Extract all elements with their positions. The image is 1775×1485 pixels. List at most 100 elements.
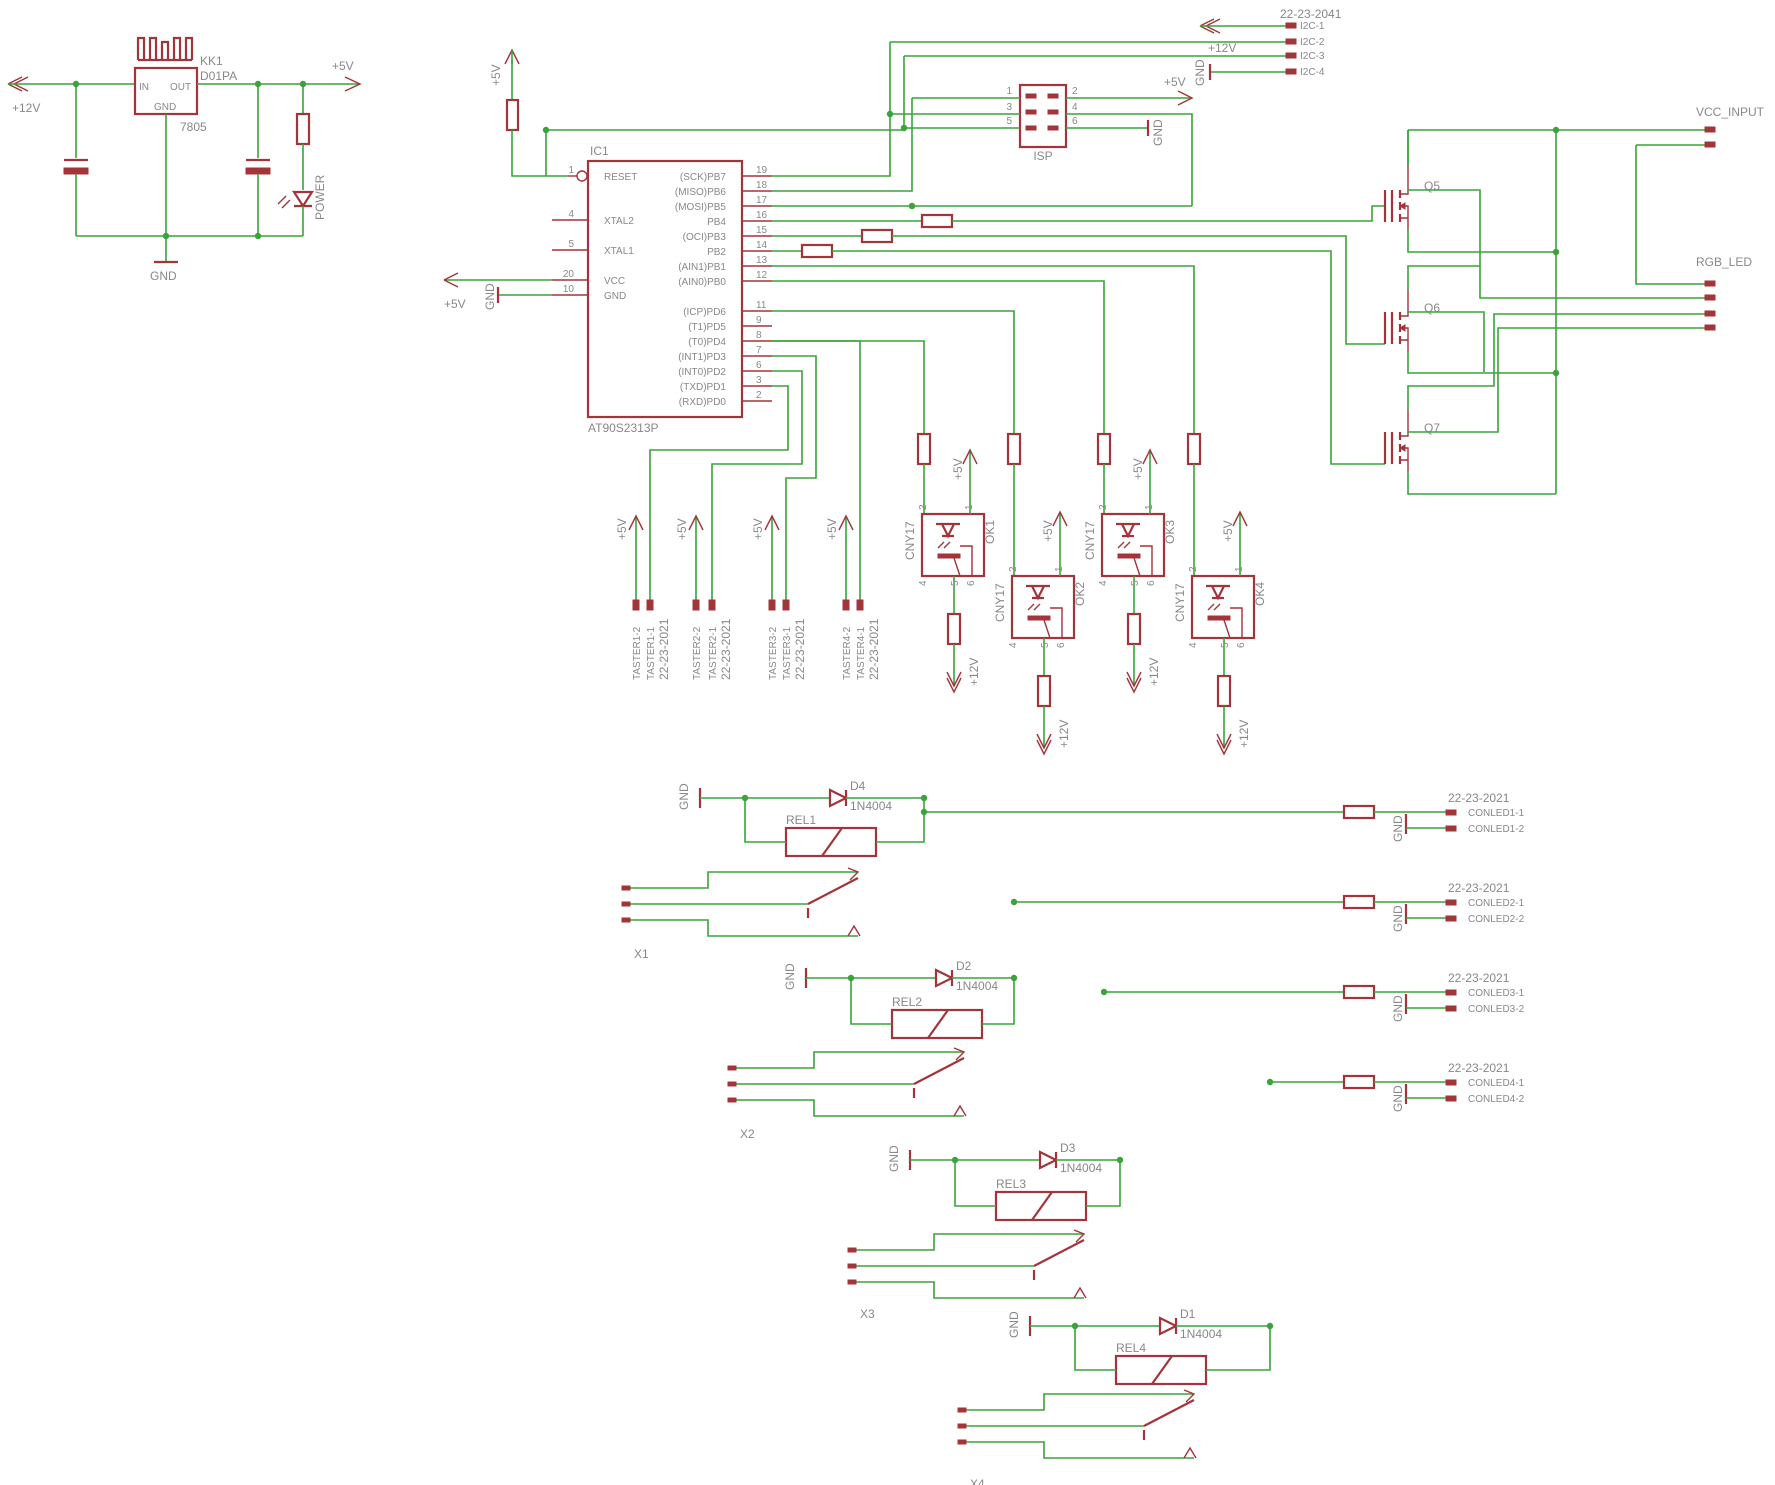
diode-symbol bbox=[1038, 1150, 1059, 1170]
conled-resistor bbox=[1342, 804, 1376, 820]
mcu-pin-label: (OCI)PB3 bbox=[683, 232, 727, 243]
conled-gnd: GND bbox=[1391, 815, 1405, 842]
junction bbox=[1552, 248, 1560, 256]
conled-pin: CONLED1-1 bbox=[1468, 808, 1525, 819]
vreg-pin-gnd: GND bbox=[154, 102, 176, 113]
opto-pin: 6 bbox=[1236, 642, 1247, 648]
opto-5v: +5V bbox=[1041, 520, 1055, 542]
opto-pin: 4 bbox=[1188, 642, 1199, 648]
isp-pin-num: 5 bbox=[1006, 116, 1012, 127]
diode-name: D3 bbox=[1060, 1141, 1076, 1155]
conled-resistor bbox=[1342, 1074, 1376, 1090]
mosfet-q7: Q7 bbox=[1424, 421, 1440, 435]
i2c-part: 22-23-2041 bbox=[1280, 7, 1342, 21]
opto-pin: 6 bbox=[1146, 580, 1157, 586]
isp-gnd: GND bbox=[1151, 119, 1165, 146]
i2c-pin-label: I2C-1 bbox=[1300, 21, 1325, 32]
conled-pin: CONLED1-2 bbox=[1468, 824, 1525, 835]
conled-pin: CONLED4-2 bbox=[1468, 1094, 1525, 1105]
mcu-pin-num: 8 bbox=[756, 330, 762, 341]
mcu-pin-label: (INT0)PD2 bbox=[678, 367, 726, 378]
relay-gnd: GND bbox=[783, 963, 797, 990]
opto-pin: 4 bbox=[918, 580, 929, 586]
conled-resistor bbox=[1342, 894, 1376, 910]
mosfet-q5: Q5 bbox=[1424, 179, 1440, 193]
isp-header bbox=[545, 42, 1194, 207]
i2c-pin-label: I2C-4 bbox=[1300, 67, 1325, 78]
mcu-pin-label: (T0)PD4 bbox=[688, 337, 726, 348]
conled-part: 22-23-2021 bbox=[1448, 971, 1510, 985]
mosfets bbox=[772, 126, 1716, 495]
mcu-pin-num: 1 bbox=[568, 165, 574, 176]
mcu-pin-num: 3 bbox=[756, 375, 762, 386]
opto-pin: 6 bbox=[966, 580, 977, 586]
conled-gnd: GND bbox=[1391, 905, 1405, 932]
conled-pin: CONLED4-1 bbox=[1468, 1078, 1525, 1089]
junction bbox=[254, 232, 262, 240]
mcu-pin-num: 6 bbox=[756, 360, 762, 371]
vreg-value: D01PA bbox=[200, 69, 237, 83]
opto-pin: 2 bbox=[1098, 504, 1109, 510]
isp-pin-num: 1 bbox=[1006, 86, 1012, 97]
diode-name: D4 bbox=[850, 779, 866, 793]
opto-name: OK4 bbox=[1253, 582, 1267, 606]
opto-wiring bbox=[772, 265, 1202, 576]
mcu-pin-num: 7 bbox=[756, 345, 762, 356]
button-pin: TASTER2-1 bbox=[708, 626, 719, 680]
mcu-pin-num: 14 bbox=[756, 240, 768, 251]
opto-pin: 2 bbox=[1188, 566, 1199, 572]
buttons bbox=[628, 340, 864, 611]
relay-name: REL4 bbox=[1116, 1341, 1146, 1355]
i2c-gnd: GND bbox=[1193, 59, 1207, 86]
mcu-pin-label: (SCK)PB7 bbox=[680, 172, 727, 183]
mcu-name: IC1 bbox=[590, 144, 609, 158]
button-pin: TASTER1-1 bbox=[646, 626, 657, 680]
opto-pin: 1 bbox=[964, 504, 975, 510]
diode-name: D1 bbox=[1180, 1307, 1196, 1321]
opto-5v: +5V bbox=[951, 458, 965, 480]
relay-gnd: GND bbox=[677, 783, 691, 810]
button-part: 22-23-2021 bbox=[867, 618, 881, 680]
button-pin: TASTER4-1 bbox=[856, 626, 867, 680]
button-pin: TASTER2-2 bbox=[692, 626, 703, 680]
mcu-pin-num: 17 bbox=[756, 195, 768, 206]
opto-5v: +5V bbox=[1131, 458, 1145, 480]
opto-name: OK2 bbox=[1073, 582, 1087, 606]
mcu-pin-num: 9 bbox=[756, 315, 762, 326]
junction bbox=[299, 80, 307, 88]
mcu-pin-num: 20 bbox=[563, 269, 575, 280]
opto-pin: 5 bbox=[1040, 642, 1051, 648]
vreg-name: KK1 bbox=[200, 54, 223, 68]
mcu-pin-num: 19 bbox=[756, 165, 768, 176]
diode-symbol bbox=[934, 968, 955, 988]
conled-part: 22-23-2021 bbox=[1448, 1061, 1510, 1075]
mcu-pin-label: VCC bbox=[604, 276, 625, 287]
button-5v: +5V bbox=[825, 518, 839, 540]
mcu-part: AT90S2313P bbox=[588, 421, 659, 435]
button-pin: TASTER1-2 bbox=[632, 626, 643, 680]
mcu-pin-label: PB4 bbox=[707, 217, 726, 228]
isp-pin-num: 2 bbox=[1072, 86, 1078, 97]
junction bbox=[1266, 1078, 1274, 1086]
vreg-pin-in: IN bbox=[139, 82, 149, 93]
mcu-pin-num: 10 bbox=[563, 284, 575, 295]
i2c-header bbox=[890, 18, 1297, 80]
i2c-5v: +5V bbox=[1164, 75, 1186, 89]
conled-part: 22-23-2021 bbox=[1448, 881, 1510, 895]
diode-symbol bbox=[1158, 1316, 1179, 1336]
opto-name: OK3 bbox=[1163, 520, 1177, 544]
diode-part: 1N4004 bbox=[850, 799, 892, 813]
junction bbox=[72, 80, 80, 88]
opto-12v: +12V bbox=[1057, 720, 1071, 748]
optocoupler-body bbox=[1010, 574, 1076, 640]
mcu-pin-label: (AIN1)PB1 bbox=[678, 262, 726, 273]
relay-gnd: GND bbox=[1007, 1311, 1021, 1338]
junction bbox=[886, 110, 894, 118]
mcu-ic1 bbox=[443, 60, 772, 419]
opto-pin: 1 bbox=[1144, 504, 1155, 510]
optocoupler-body bbox=[920, 512, 986, 578]
junction bbox=[254, 80, 262, 88]
mcu-pin-num: 11 bbox=[756, 300, 767, 311]
opto-5v: +5V bbox=[1221, 520, 1235, 542]
